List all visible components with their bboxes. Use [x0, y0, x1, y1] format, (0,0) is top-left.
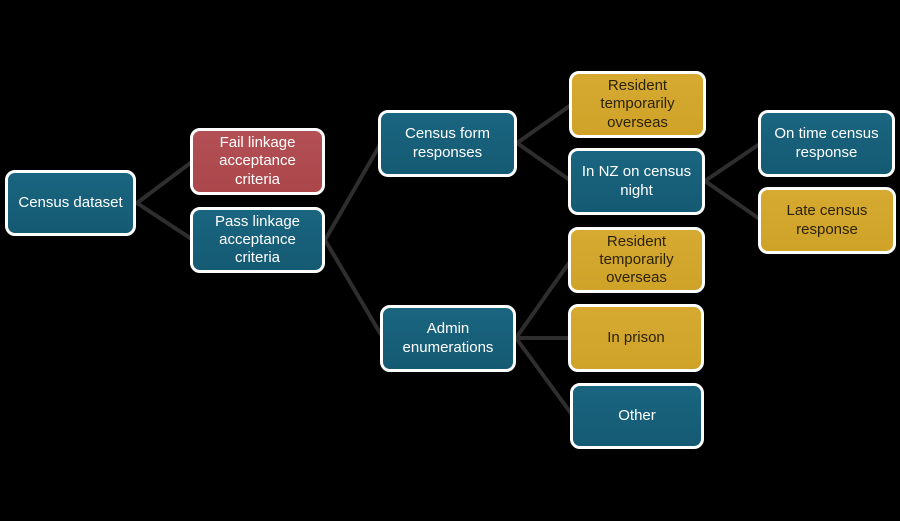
connector-line	[515, 141, 573, 183]
node-on-time-census-response: On time census response	[758, 110, 895, 177]
node-resident-temporarily-overseas-admin: Resident temporarily overseas	[568, 227, 705, 293]
node-other: Other	[570, 383, 704, 449]
connector-line	[135, 159, 195, 205]
connector-line	[515, 103, 573, 145]
connector-line	[703, 141, 763, 183]
connector-line	[135, 201, 195, 242]
connector-line	[703, 179, 763, 222]
connector-line	[514, 258, 573, 340]
connector-line	[323, 141, 383, 242]
node-pass-linkage-acceptance-criteria: Pass linkage acceptance criteria	[190, 207, 325, 273]
connector-line	[514, 336, 575, 418]
node-late-census-response: Late census response	[758, 187, 896, 254]
node-census-form-responses: Census form responses	[378, 110, 517, 177]
node-in-nz-on-census-night: In NZ on census night	[568, 148, 705, 215]
node-admin-enumerations: Admin enumerations	[380, 305, 516, 372]
node-census-dataset: Census dataset	[5, 170, 136, 236]
node-fail-linkage-acceptance-criteria: Fail linkage acceptance criteria	[190, 128, 325, 195]
connector-line	[323, 238, 385, 340]
node-resident-temporarily-overseas-census: Resident temporarily overseas	[569, 71, 706, 138]
node-in-prison: In prison	[568, 304, 704, 372]
